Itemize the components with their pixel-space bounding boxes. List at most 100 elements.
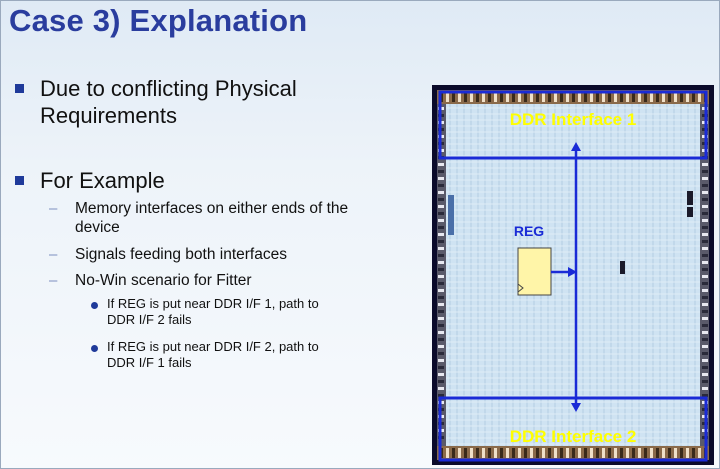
io-pad: [626, 448, 629, 458]
io-pad: [476, 448, 479, 458]
io-pad: [458, 448, 461, 458]
io-pad: [438, 212, 444, 215]
io-pad: [438, 345, 444, 348]
arrow-up-icon: [571, 142, 581, 151]
io-pad: [702, 359, 708, 362]
io-pad: [702, 219, 708, 222]
io-pad: [702, 366, 708, 369]
bullet-text-line: Requirements: [40, 103, 177, 128]
io-pad: [506, 92, 509, 102]
io-pad: [702, 317, 708, 320]
io-pad: [518, 92, 521, 102]
io-pad: [702, 212, 708, 215]
io-pad: [602, 448, 605, 458]
io-pad: [536, 92, 539, 102]
io-pad: [438, 380, 444, 383]
bullet-for-example: For Example: [15, 167, 165, 194]
io-pad: [578, 448, 581, 458]
io-pad: [656, 92, 659, 102]
io-pad: [584, 92, 587, 102]
io-pad: [438, 233, 444, 236]
sub-sub-bullet-text-line: DDR I/F 1 fails: [107, 355, 192, 370]
io-pad: [438, 275, 444, 278]
io-pad: [438, 184, 444, 187]
dash-icon: –: [49, 246, 58, 263]
ddr-interface-1-label: DDR Interface 1: [510, 110, 637, 129]
io-pad: [668, 92, 671, 102]
fabric-block: [687, 207, 693, 217]
bullet-dot-icon: [91, 302, 98, 309]
io-pad: [438, 324, 444, 327]
ddr-interface-2-label: DDR Interface 2: [510, 427, 637, 446]
io-pad: [620, 448, 623, 458]
ddr-interface-2-box: [438, 396, 708, 462]
io-pad: [438, 310, 444, 313]
io-pad: [680, 92, 683, 102]
io-pad: [560, 92, 563, 102]
io-pad: [702, 380, 708, 383]
io-pad: [644, 92, 647, 102]
ddr-interface-1-box: [438, 90, 708, 160]
io-pad: [438, 366, 444, 369]
io-pad: [446, 92, 449, 102]
io-pad: [632, 92, 635, 102]
io-pad: [702, 233, 708, 236]
io-pad: [488, 448, 491, 458]
io-pad: [578, 92, 581, 102]
io-pad: [438, 359, 444, 362]
io-pad: [438, 240, 444, 243]
io-pad: [476, 92, 479, 102]
dash-icon: –: [49, 200, 58, 217]
io-pad: [438, 261, 444, 264]
io-pad: [438, 254, 444, 257]
io-pad: [650, 92, 653, 102]
sub-sub-bullet-reg-near-1: If REG is put near DDR I/F 1, path to DD…: [91, 296, 319, 328]
io-pad: [590, 448, 593, 458]
io-pad: [638, 92, 641, 102]
bullet-dot-icon: [91, 345, 98, 352]
io-pad: [702, 177, 708, 180]
io-pad: [702, 303, 708, 306]
io-pad: [548, 92, 551, 102]
io-pad: [686, 448, 689, 458]
sub-sub-bullet-text-line: If REG is put near DDR I/F 2, path to: [107, 339, 319, 354]
io-pad: [702, 205, 708, 208]
sub-sub-bullet-reg-near-2: If REG is put near DDR I/F 2, path to DD…: [91, 339, 319, 371]
io-pad: [566, 448, 569, 458]
io-pad: [560, 448, 563, 458]
io-pad: [512, 448, 515, 458]
io-pad: [438, 303, 444, 306]
io-pad: [464, 92, 467, 102]
io-pad: [632, 448, 635, 458]
io-pad: [702, 394, 708, 397]
sub-bullet-text: No-Win scenario for Fitter: [75, 272, 252, 289]
io-pad: [554, 448, 557, 458]
io-pad: [438, 331, 444, 334]
io-pad: [536, 448, 539, 458]
io-pad: [680, 448, 683, 458]
io-pad: [438, 205, 444, 208]
io-pad: [438, 317, 444, 320]
io-pad: [512, 92, 515, 102]
io-pad: [500, 92, 503, 102]
io-pad: [698, 448, 701, 458]
io-pad: [698, 92, 701, 102]
io-pad: [702, 191, 708, 194]
io-pad: [602, 92, 605, 102]
reg-block: [517, 247, 552, 296]
io-pad: [702, 226, 708, 229]
slide-title: Case 3) Explanation: [9, 3, 308, 38]
io-pad: [702, 324, 708, 327]
io-pad: [530, 92, 533, 102]
io-pad: [702, 247, 708, 250]
io-pad: [438, 163, 444, 166]
io-pad: [656, 448, 659, 458]
io-pad: [470, 448, 473, 458]
fpga-floorplan-figure: DDR Interface 1 DDR Interface 2 REG: [432, 85, 714, 465]
sub-sub-bullet-text-line: DDR I/F 2 fails: [107, 312, 192, 327]
sub-bullet-text-line: device: [75, 219, 120, 236]
io-pad: [452, 448, 455, 458]
io-pad: [702, 163, 708, 166]
io-pad: [584, 448, 587, 458]
io-pad: [458, 92, 461, 102]
